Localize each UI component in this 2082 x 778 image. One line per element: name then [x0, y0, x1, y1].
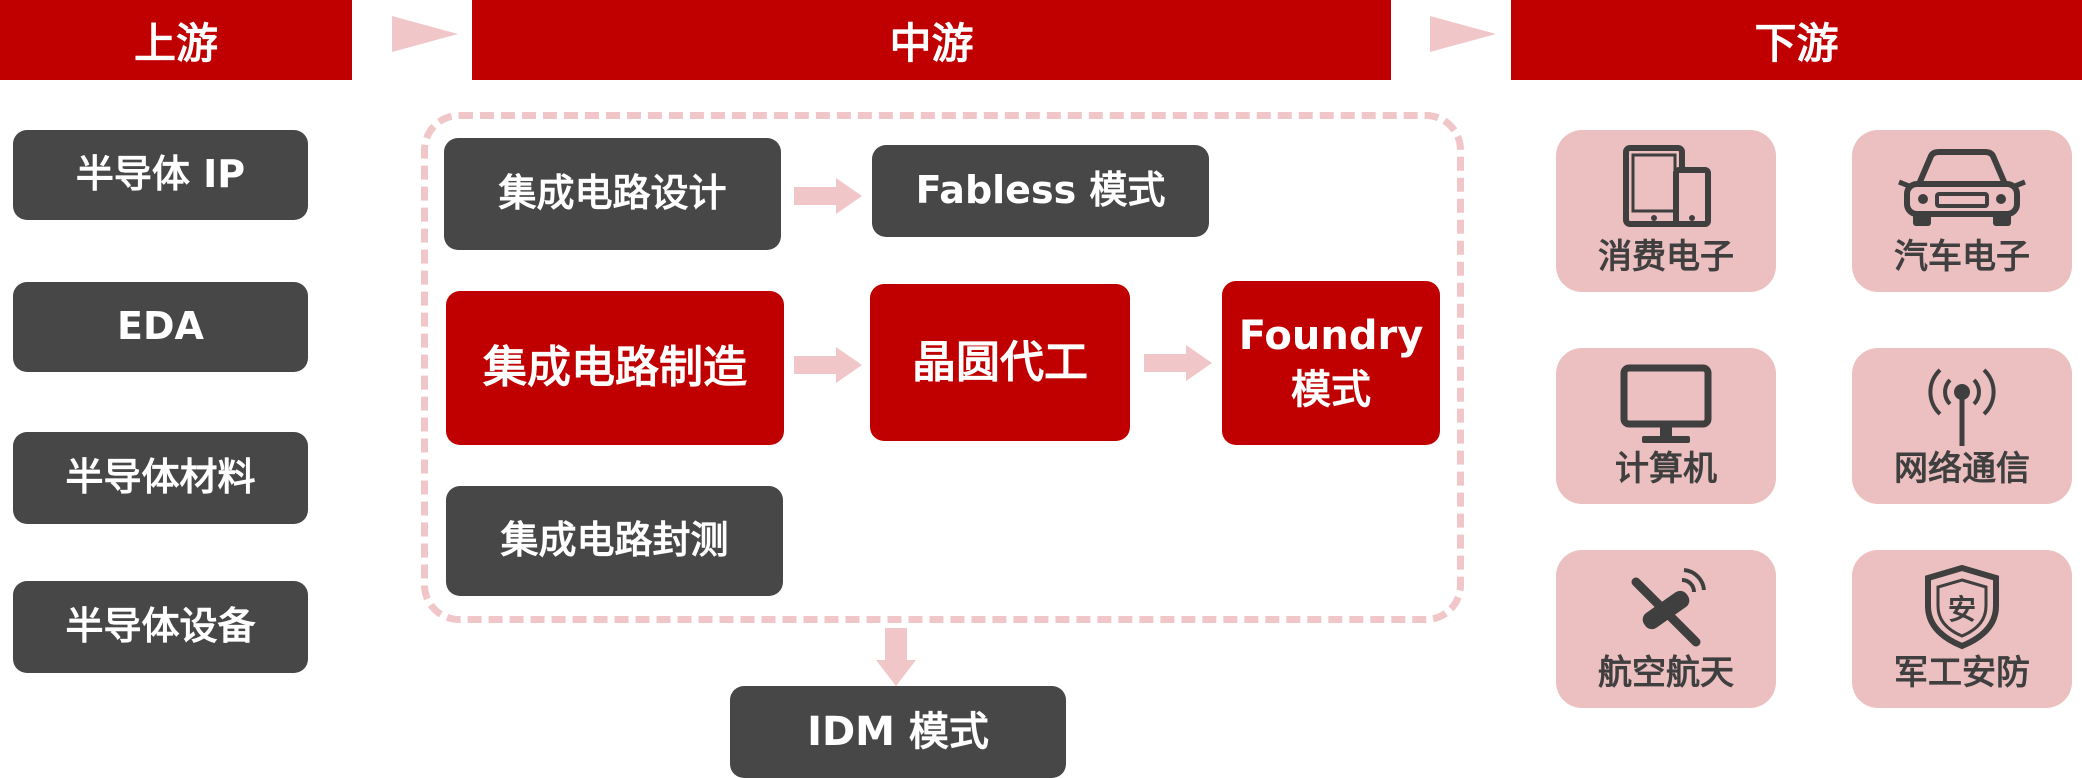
downstream-tile-network: 网络通信 [1852, 348, 2072, 504]
upstream-item-ip: 半导体 IP [13, 130, 308, 220]
car-icon [1897, 144, 2027, 230]
arrow-frame-to-idm [876, 628, 916, 686]
downstream-tile-auto: 汽车电子 [1852, 130, 2072, 292]
monitor-icon [1616, 362, 1716, 448]
fabless-mode-box: Fabless 模式 [872, 145, 1209, 237]
downstream-label-aerospace: 航空航天 [1598, 653, 1734, 693]
arrow-design-to-fabless [794, 178, 862, 214]
downstream-tile-computer: 计算机 [1556, 348, 1776, 504]
foundry-mode-line2: 模式 [1291, 367, 1371, 413]
svg-text:安: 安 [1948, 593, 1976, 626]
upstream-item-eda: EDA [13, 282, 308, 372]
header-arrow-2 [1430, 16, 1496, 52]
downstream-label-consumer: 消费电子 [1598, 237, 1734, 277]
downstream-tile-consumer: 消费电子 [1556, 130, 1776, 292]
ic-manufacturing-box: 集成电路制造 [446, 291, 784, 445]
arrow-foundry-to-mode [1144, 345, 1212, 381]
foundry-service-box: 晶圆代工 [870, 284, 1130, 441]
idm-mode-box: IDM 模式 [730, 686, 1066, 778]
header-midstream: 中游 [472, 0, 1391, 80]
ic-design-box: 集成电路设计 [444, 138, 781, 250]
tablet-phone-icon [1616, 144, 1716, 230]
shield-icon: 安 [1912, 564, 2012, 650]
idm-dashed-frame [421, 112, 1464, 623]
downstream-label-network: 网络通信 [1894, 449, 2030, 489]
downstream-label-auto: 汽车电子 [1894, 237, 2030, 277]
arrow-manufacturing-to-foundry [794, 347, 862, 383]
header-downstream: 下游 [1511, 0, 2082, 80]
foundry-mode-line1: Foundry [1238, 313, 1424, 359]
foundry-mode-box: Foundry 模式 [1222, 281, 1440, 445]
downstream-tile-defense: 安 军工安防 [1852, 550, 2072, 708]
upstream-item-materials: 半导体材料 [13, 432, 308, 524]
downstream-label-defense: 军工安防 [1894, 653, 2030, 693]
downstream-tile-aerospace: 航空航天 [1556, 550, 1776, 708]
antenna-icon [1912, 362, 2012, 448]
upstream-item-equipment: 半导体设备 [13, 581, 308, 673]
downstream-label-computer: 计算机 [1615, 449, 1717, 489]
header-upstream: 上游 [0, 0, 352, 80]
satellite-icon [1616, 564, 1716, 650]
ic-packaging-box: 集成电路封测 [446, 486, 783, 596]
header-arrow-1 [392, 16, 458, 52]
